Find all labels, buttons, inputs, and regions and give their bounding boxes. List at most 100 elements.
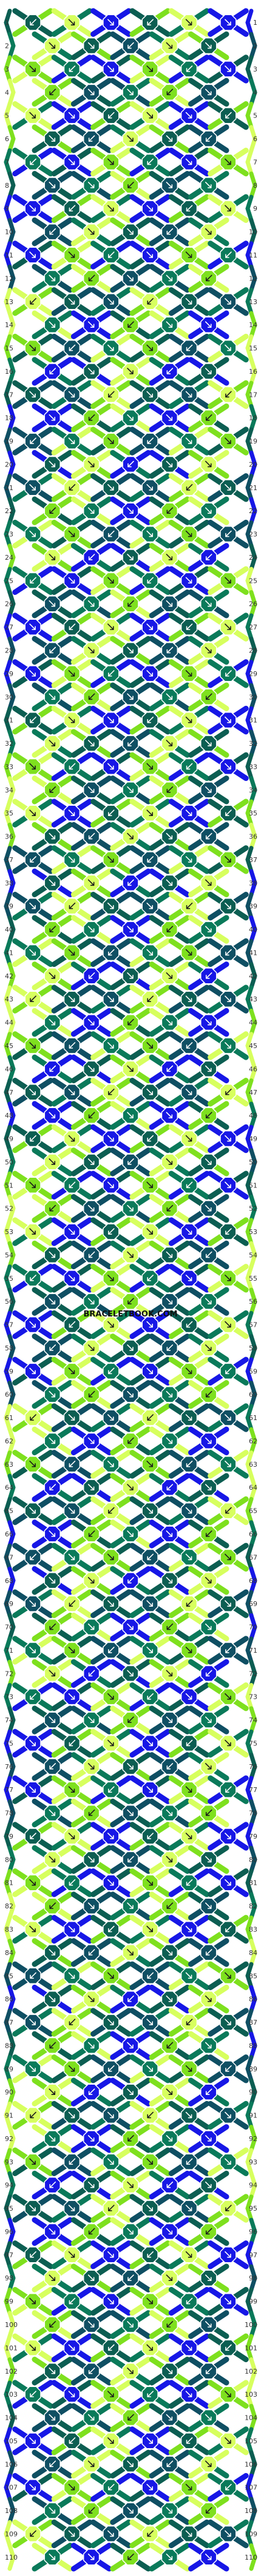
edge-string-segment — [245, 1124, 254, 1153]
knot-direction-arrow-icon — [166, 972, 173, 979]
knot-direction-arrow-icon — [146, 949, 153, 956]
row-number-right: 15 — [249, 345, 257, 353]
edge-string-segment — [7, 1520, 16, 1548]
edge-string-segment — [7, 2217, 16, 2246]
knot-direction-arrow-icon — [127, 786, 134, 793]
knot — [141, 2292, 158, 2310]
knot — [24, 805, 41, 822]
row-number-left: 92 — [5, 2135, 13, 2143]
edge-string-segment — [7, 1753, 16, 1781]
knot — [161, 1711, 178, 1728]
knot — [63, 1967, 81, 1984]
knot-direction-arrow-icon — [107, 158, 114, 165]
knot-direction-arrow-icon — [166, 1530, 173, 1537]
knot-direction-arrow-icon — [205, 1390, 212, 1398]
knot-direction-arrow-icon — [107, 2019, 114, 2025]
row-number-right: 5 — [253, 112, 257, 120]
row-number-right: 14 — [249, 321, 257, 329]
knot-direction-arrow-icon — [225, 65, 231, 72]
knot-direction-arrow-icon — [225, 2065, 232, 2072]
knot — [161, 782, 178, 798]
knot-direction-arrow-icon — [108, 2065, 115, 2072]
knot-direction-arrow-icon — [87, 1484, 95, 1491]
edge-string-segment — [249, 1845, 257, 1874]
knot-direction-arrow-icon — [87, 228, 95, 235]
knot-direction-arrow-icon — [69, 902, 76, 909]
knot — [44, 596, 61, 612]
knot-direction-arrow-icon — [69, 65, 76, 72]
edge-string-segment — [249, 1287, 257, 1315]
row-number-left: 52 — [5, 1205, 13, 1213]
knot — [83, 2502, 100, 2519]
knot-direction-arrow-icon — [127, 2414, 134, 2421]
knot — [122, 1525, 139, 1542]
knot — [83, 502, 100, 519]
knot — [122, 688, 139, 705]
knot-direction-arrow-icon — [146, 902, 153, 909]
knot — [161, 1990, 178, 2008]
knot — [122, 968, 139, 984]
watermark-group: BRACELETBOOK.COM — [84, 1310, 178, 1319]
knot-direction-arrow-icon — [68, 1693, 75, 1700]
edge-string-segment — [249, 543, 257, 571]
knot-direction-arrow-icon — [49, 2135, 56, 2142]
knot — [200, 2502, 217, 2519]
knot — [44, 1990, 61, 2008]
knot — [122, 1665, 139, 1682]
edge-string-segment — [4, 1218, 12, 1246]
edge-string-segment — [245, 148, 254, 176]
knot — [141, 2339, 158, 2357]
edge-string-segment — [245, 2380, 254, 2408]
edge-string-segment — [4, 1124, 12, 1153]
knot-direction-arrow-icon — [87, 2321, 95, 2328]
row-number-right: 88 — [249, 2042, 257, 2050]
knot-direction-arrow-icon — [166, 832, 173, 840]
knot — [220, 758, 237, 775]
knot — [24, 944, 41, 961]
knot-direction-arrow-icon — [166, 1112, 173, 1118]
knot — [103, 1502, 120, 1519]
knot-direction-arrow-icon — [225, 716, 231, 723]
knot — [44, 502, 61, 519]
row-number-left: 41 — [5, 949, 13, 957]
edge-string-segment — [245, 846, 254, 874]
knot-direction-arrow-icon — [30, 1135, 36, 1142]
knot-direction-arrow-icon — [185, 2251, 192, 2258]
knot — [63, 2478, 81, 2496]
knot — [44, 1060, 61, 1078]
knot-direction-arrow-icon — [185, 1275, 192, 1281]
knot-direction-arrow-icon — [88, 2088, 95, 2095]
edge-string-segment — [4, 2055, 12, 2083]
knot — [141, 2014, 158, 2031]
knot — [103, 386, 120, 403]
edge-string-segment — [7, 915, 16, 943]
knot-direction-arrow-icon — [205, 321, 212, 328]
edge-string-segment — [7, 869, 16, 897]
knot-direction-arrow-icon — [68, 2065, 75, 2072]
knot-direction-arrow-icon — [127, 1995, 134, 2002]
knot-direction-arrow-icon — [185, 1647, 192, 1653]
knot — [83, 1758, 100, 1775]
knot-direction-arrow-icon — [146, 1042, 153, 1049]
knot-direction-arrow-icon — [127, 972, 134, 979]
knot — [180, 665, 198, 682]
row-number-left: 99 — [5, 2298, 13, 2306]
knot — [180, 200, 198, 217]
knot-direction-arrow-icon — [30, 2530, 36, 2537]
knot-direction-arrow-icon — [29, 2019, 36, 2025]
knot-direction-arrow-icon — [127, 2042, 134, 2049]
knot — [122, 1432, 139, 1450]
knot-direction-arrow-icon — [166, 1204, 174, 1212]
knot-direction-arrow-icon — [127, 2460, 134, 2468]
knot — [200, 1107, 217, 1124]
knot — [83, 1432, 100, 1450]
knot-direction-arrow-icon — [127, 1530, 134, 1537]
edge-string-segment — [4, 2148, 12, 2176]
knot — [83, 1154, 100, 1170]
knot — [103, 2153, 120, 2171]
knot — [161, 1432, 178, 1450]
knot-direction-arrow-icon — [127, 1065, 134, 1072]
row-number-left: 2 — [5, 42, 9, 50]
edge-string-segment — [245, 1032, 254, 1060]
edge-string-segment — [4, 1310, 12, 1339]
